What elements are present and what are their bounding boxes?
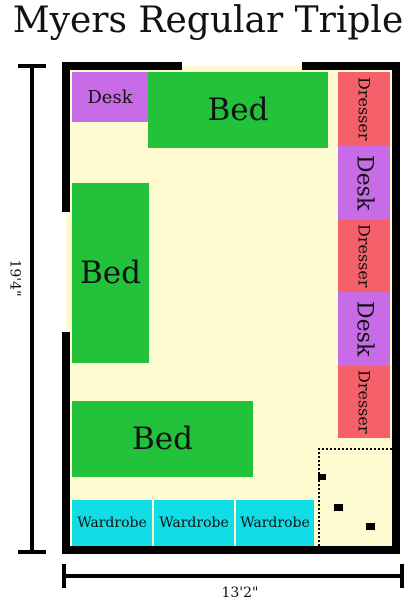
wardrobe-3-label: Wardrobe (240, 515, 310, 531)
closet-marker-3 (366, 523, 375, 530)
width-dimension-cap-right (400, 564, 404, 588)
height-dimension-label: 19'4" (6, 259, 23, 297)
dresser-3: Dresser (338, 366, 390, 438)
height-dimension-label-wrap: 19'4" (2, 248, 26, 308)
desk-right-1: Desk (338, 146, 390, 220)
wardrobe-1-label: Wardrobe (77, 515, 147, 531)
dresser-2: Dresser (338, 220, 390, 292)
wardrobe-2-label: Wardrobe (159, 515, 229, 531)
closet-area-outline (318, 448, 392, 546)
width-dimension-label: 13'2" (221, 585, 259, 601)
bed-bottom-label: Bed (132, 421, 193, 457)
closet-marker-2 (334, 504, 343, 511)
wall-top-left (62, 62, 182, 70)
bed-left: Bed (72, 183, 149, 363)
wardrobe-1: Wardrobe (72, 500, 152, 546)
desk-right-2: Desk (338, 292, 390, 366)
desk-right-2-label: Desk (351, 301, 377, 357)
bed-top-label: Bed (207, 92, 269, 128)
dresser-1: Dresser (338, 72, 390, 146)
width-dimension-cap-left (62, 564, 66, 588)
wardrobe-2: Wardrobe (154, 500, 234, 546)
height-dimension-cap-top (18, 64, 46, 68)
floor-plan-title: Myers Regular Triple (12, 0, 404, 41)
bed-bottom: Bed (72, 401, 253, 477)
wall-left-lower (62, 332, 70, 554)
wall-left-upper (62, 62, 70, 212)
bed-left-label: Bed (80, 255, 141, 291)
bed-top: Bed (148, 72, 328, 148)
desk-corner-label: Desk (87, 86, 133, 108)
height-dimension-line (30, 64, 34, 554)
wall-top-right (302, 62, 400, 70)
desk-right-1-label: Desk (351, 155, 377, 211)
wall-right (392, 62, 400, 554)
dresser-1-label: Dresser (354, 77, 374, 141)
wardrobe-3: Wardrobe (236, 500, 314, 546)
dresser-3-label: Dresser (354, 370, 374, 434)
width-dimension-line (64, 574, 404, 578)
dresser-2-label: Dresser (354, 224, 374, 288)
desk-corner: Desk (72, 72, 148, 122)
closet-marker-1 (318, 474, 326, 480)
height-dimension-cap-bottom (18, 550, 46, 554)
wall-bottom (62, 546, 400, 554)
